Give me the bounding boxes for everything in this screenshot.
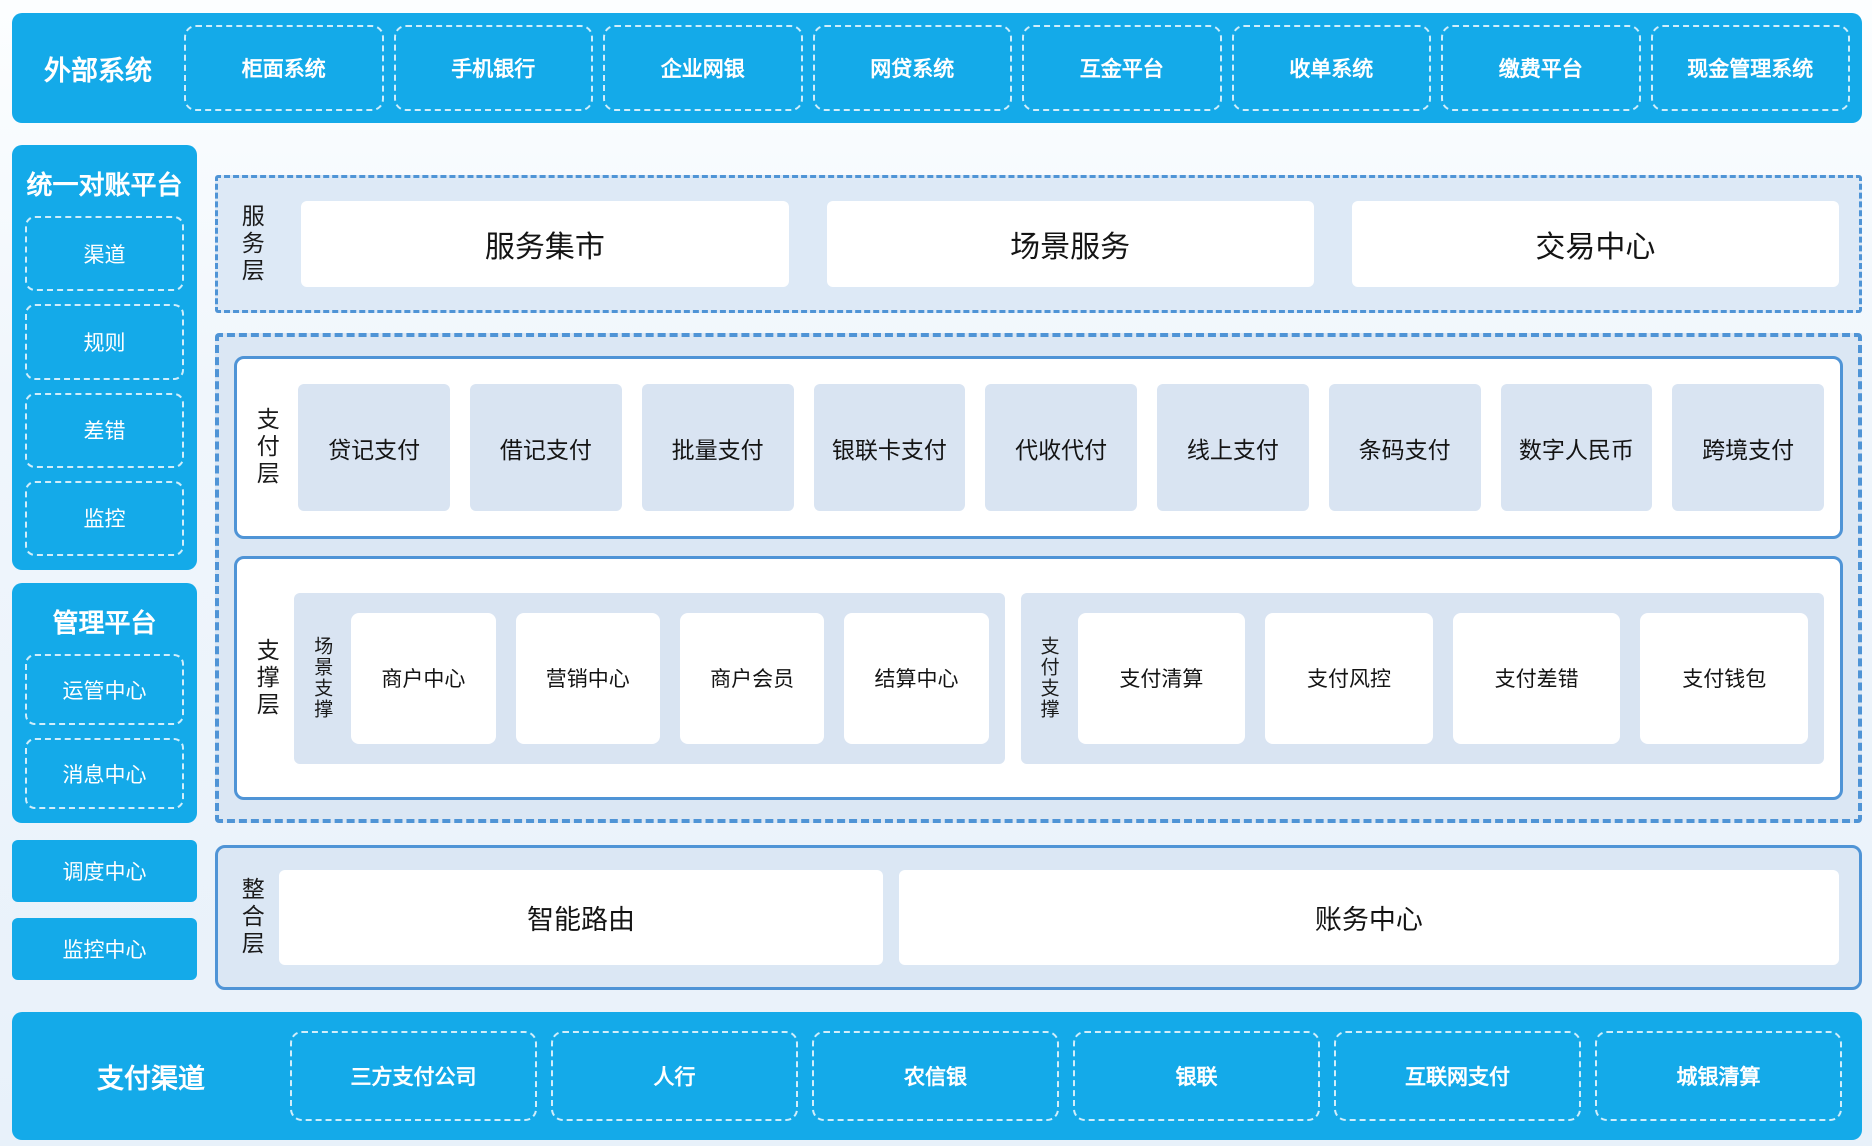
- service-item: 服务集市: [301, 201, 789, 287]
- management-platform-panel: 管理平台 运管中心 消息中心: [12, 583, 197, 823]
- reconciliation-platform-panel: 统一对账平台 渠道 规则 差错 监控: [12, 145, 197, 570]
- management-platform-title: 管理平台: [52, 608, 157, 638]
- reconciliation-items: 渠道 规则 差错 监控: [25, 216, 184, 556]
- external-system-item: 现金管理系统: [1650, 25, 1850, 111]
- service-item: 场景服务: [826, 201, 1314, 287]
- management-item: 运管中心: [25, 654, 184, 725]
- payment-support-item: 支付差错: [1452, 612, 1621, 744]
- payment-support-item: 支付清算: [1077, 612, 1246, 744]
- monitor-center-box: 监控中心: [12, 918, 197, 980]
- payment-channels-bar: 支付渠道 三方支付公司 人行 农信银 银联 互联网支付 城银清算: [12, 1012, 1862, 1140]
- payment-layer: 支付层 贷记支付 借记支付 批量支付 银联卡支付 代收代付 线上支付 条码支付 …: [234, 356, 1843, 539]
- payment-channel-item: 人行: [551, 1031, 798, 1121]
- dispatch-center-box: 调度中心: [12, 840, 197, 902]
- support-layer-label: 支撑层: [253, 637, 280, 719]
- integration-layer-label: 整合层: [238, 877, 265, 958]
- external-system-item: 柜面系统: [184, 25, 384, 111]
- scene-support-item: 营销中心: [515, 612, 660, 744]
- payment-item: 数字人民币: [1500, 384, 1653, 511]
- reconciliation-item: 监控: [25, 480, 184, 556]
- integration-item: 智能路由: [279, 870, 883, 965]
- payment-item: 线上支付: [1157, 384, 1309, 511]
- scene-support-group: 场景支撑 商户中心 营销中心 商户会员 结算中心: [294, 592, 1005, 764]
- support-layer: 支撑层 场景支撑 商户中心 营销中心 商户会员 结算中心 支付支撑 支付清算 支…: [234, 556, 1843, 800]
- external-system-item: 收单系统: [1231, 25, 1431, 111]
- management-item: 消息中心: [25, 738, 184, 809]
- payment-support-label: 支付支撑: [1037, 636, 1059, 720]
- payment-channel-item: 互联网支付: [1334, 1031, 1581, 1121]
- payment-support-item: 支付钱包: [1640, 612, 1809, 744]
- payment-item: 条码支付: [1328, 384, 1481, 511]
- payment-channel-item: 农信银: [812, 1031, 1059, 1121]
- scene-support-label: 场景支撑: [311, 636, 333, 720]
- reconciliation-item: 规则: [25, 304, 184, 380]
- core-layers-container: 支付层 贷记支付 借记支付 批量支付 银联卡支付 代收代付 线上支付 条码支付 …: [215, 333, 1862, 823]
- integration-layer: 整合层 智能路由 账务中心: [215, 845, 1862, 990]
- reconciliation-item: 渠道: [25, 216, 184, 292]
- payment-channels-items: 三方支付公司 人行 农信银 银联 互联网支付 城银清算: [290, 1031, 1862, 1121]
- external-system-item: 互金平台: [1022, 25, 1222, 111]
- payment-item: 借记支付: [470, 384, 622, 511]
- payment-channel-item: 城银清算: [1595, 1031, 1842, 1121]
- payment-channel-item: 三方支付公司: [290, 1031, 537, 1121]
- external-systems-bar: 外部系统 柜面系统 手机银行 企业网银 网贷系统 互金平台 收单系统 缴费平台 …: [12, 13, 1862, 123]
- payment-item: 跨境支付: [1672, 384, 1825, 511]
- payment-support-item: 支付风控: [1265, 612, 1433, 744]
- external-system-item: 企业网银: [603, 25, 803, 111]
- scene-support-item: 结算中心: [844, 612, 989, 744]
- integration-item: 账务中心: [898, 870, 1839, 965]
- payment-channel-item: 银联: [1073, 1031, 1320, 1121]
- payment-layer-label: 支付层: [253, 407, 280, 488]
- external-system-item: 网贷系统: [812, 25, 1012, 111]
- payment-item: 代收代付: [985, 384, 1138, 511]
- scene-support-item: 商户中心: [351, 612, 496, 744]
- payment-item: 银联卡支付: [813, 384, 966, 511]
- external-system-item: 缴费平台: [1441, 25, 1641, 111]
- management-items: 运管中心 消息中心: [25, 654, 184, 809]
- payment-channels-title: 支付渠道: [97, 1063, 205, 1094]
- service-layer: 服务层 服务集市 场景服务 交易中心: [215, 175, 1862, 313]
- scene-support-item: 商户会员: [679, 612, 825, 744]
- payment-item: 批量支付: [641, 384, 794, 511]
- service-item: 交易中心: [1351, 201, 1839, 287]
- external-systems-title: 外部系统: [44, 55, 152, 86]
- payment-item: 贷记支付: [298, 384, 451, 511]
- payment-support-group: 支付支撑 支付清算 支付风控 支付差错 支付钱包: [1020, 592, 1824, 764]
- reconciliation-platform-title: 统一对账平台: [26, 170, 183, 200]
- reconciliation-item: 差错: [25, 392, 184, 468]
- external-system-item: 手机银行: [393, 25, 593, 111]
- external-systems-items: 柜面系统 手机银行 企业网银 网贷系统 互金平台 收单系统 缴费平台 现金管理系…: [184, 25, 1862, 111]
- service-layer-label: 服务层: [238, 203, 265, 285]
